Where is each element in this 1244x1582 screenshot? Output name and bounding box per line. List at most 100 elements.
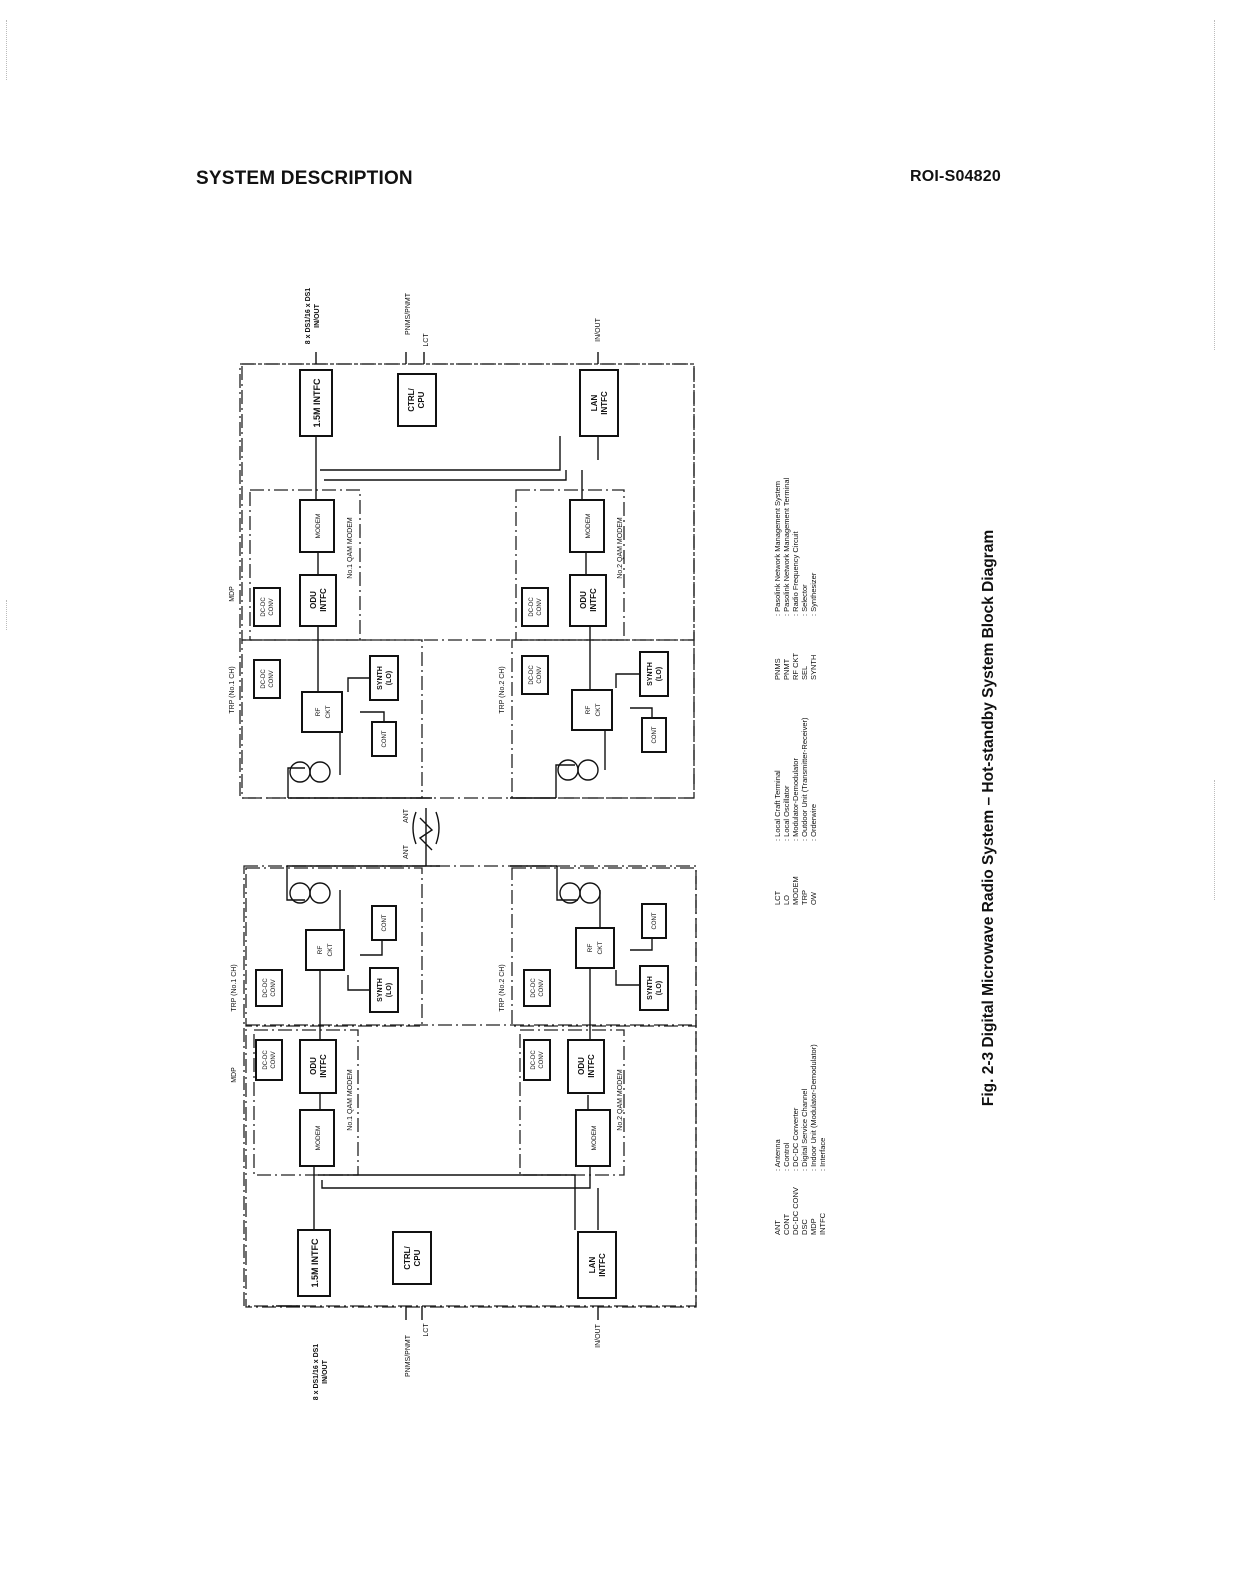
block-modem-1	[299, 499, 335, 553]
block-modem-2	[575, 1109, 611, 1167]
wire	[320, 436, 561, 471]
block-rf-ckt-2	[575, 927, 615, 969]
circulator-icon	[557, 759, 579, 781]
scan-edge-mark	[6, 600, 8, 630]
circulator-icon	[309, 761, 331, 783]
modem1-frame	[249, 489, 361, 641]
block-synth-1	[369, 655, 399, 701]
label-modem: MODEM	[315, 1126, 322, 1151]
legend-abbr: SYNTH	[809, 655, 818, 680]
circulator-icon	[309, 882, 331, 904]
label-cont: CONT	[382, 730, 388, 747]
wire	[556, 866, 578, 901]
scan-edge-mark	[1214, 20, 1216, 350]
label-odu-intfc: ODUINTFC	[309, 588, 328, 612]
label-1-5m-intfc: 1.5M INTFC	[312, 378, 322, 428]
radio-path-icon	[418, 817, 434, 851]
modem1-frame	[253, 1029, 359, 1176]
legend-abbr: PNMS	[773, 658, 782, 680]
label-odu-intfc: ODUINTFC	[579, 588, 598, 612]
legend-description: : Pasolink Network Management System	[773, 481, 782, 616]
legend-abbr: MDP	[809, 1218, 818, 1235]
antenna-link: ANT ANT	[403, 808, 440, 866]
legend-description: : Modulator-Demodulator	[791, 758, 800, 841]
legend-description: : DC-DC Converter	[791, 1107, 800, 1171]
label-io-lct: LCT	[423, 1323, 430, 1337]
label-modem1: No.1 QAM MODEM	[347, 1069, 354, 1131]
label-io-pnms: PNMS/PNMT	[405, 1334, 412, 1377]
legend-abbr: INTFC	[818, 1212, 827, 1235]
label-cont: CONT	[652, 912, 658, 929]
block-lan-intfc	[579, 369, 619, 437]
legend-abbr: ANT	[773, 1220, 782, 1235]
wire	[318, 1174, 576, 1230]
wire	[555, 764, 575, 798]
label-trp2: TRP (No.2 CH)	[499, 666, 506, 713]
legend-description: : Antenna	[773, 1138, 782, 1171]
trp2-frame	[511, 639, 695, 799]
legend-abbr: DC-DC CONV	[791, 1187, 800, 1235]
wire	[615, 970, 640, 986]
block-ctrl-cpu	[397, 373, 437, 427]
label-mdp: MDP	[229, 586, 236, 602]
figure-caption: Fig. 2-3 Digital Microwave Radio System …	[980, 530, 997, 1106]
legend-abbr: RF CKT	[791, 653, 800, 681]
legend-description: : Control	[782, 1142, 791, 1171]
block-dcdc-trp-2	[521, 655, 549, 695]
block-dcdc-trp-1	[255, 969, 283, 1007]
label-trp1: TRP (No.1 CH)	[231, 964, 238, 1011]
label-lan-intfc: LANINTFC	[588, 1253, 607, 1277]
label-odu-intfc: ODUINTFC	[577, 1054, 596, 1078]
label-modem2: No.2 QAM MODEM	[617, 517, 624, 579]
block-rf-ckt-1	[305, 929, 345, 971]
label-cont: CONT	[382, 914, 388, 931]
legend-abbr: SEL	[800, 666, 809, 680]
label-lan-intfc: LANINTFC	[590, 391, 609, 415]
label-synth: SYNTH(LO)	[377, 666, 393, 690]
legend-abbr: OW	[809, 891, 818, 905]
label-cont: CONT	[652, 726, 658, 743]
trp2-frame	[511, 867, 697, 1027]
label-io-lan: IN/OUT	[595, 317, 602, 341]
block-synth-2	[639, 651, 669, 697]
label-ant: ANT	[403, 808, 410, 823]
label-ctrl-cpu: CTRL/CPU	[407, 387, 426, 411]
label-modem: MODEM	[585, 514, 592, 539]
block-odu-intfc-2	[567, 1039, 605, 1094]
label-mdp: MDP	[231, 1067, 238, 1083]
label-synth: SYNTH(LO)	[647, 976, 663, 1000]
block-odu-intfc-1	[299, 574, 337, 627]
scan-edge-mark	[6, 20, 8, 80]
block-rf-ckt-2	[571, 689, 613, 731]
wire	[286, 866, 305, 901]
block-dcdc-mdp-1	[253, 587, 281, 627]
label-io-pnms: PNMS/PNMT	[405, 292, 412, 335]
block-1-5m-intfc	[297, 1229, 331, 1297]
wire	[615, 673, 640, 688]
trp1-frame	[245, 867, 423, 1027]
block-1-5m-intfc	[299, 369, 333, 437]
legend-abbr: DSC	[800, 1219, 809, 1235]
block-lan-intfc	[577, 1231, 617, 1299]
legend-description: : Pasolink Network Management Terminal	[782, 477, 791, 616]
mdp-frame	[241, 363, 695, 641]
circulator-icon	[577, 759, 599, 781]
block-cont-2	[641, 903, 667, 939]
modem2-frame	[515, 489, 625, 641]
legend-description: : Local Oscillator	[782, 785, 791, 841]
legend-description: : Radio Frequency Circuit	[791, 530, 800, 616]
legend-description: : Selector	[800, 584, 809, 616]
block-dcdc-mdp-1	[255, 1039, 283, 1081]
